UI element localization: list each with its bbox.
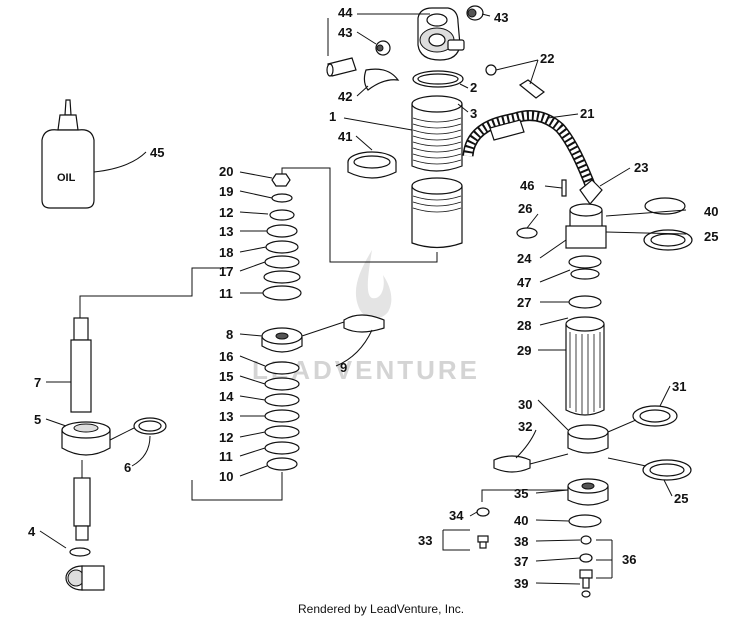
label-7: 7 bbox=[34, 375, 41, 390]
part-labels: 44 43 43 2 3 42 1 41 22 21 45 20 19 12 1… bbox=[28, 5, 718, 591]
ring-31 bbox=[632, 405, 678, 427]
shock-body-1 bbox=[411, 95, 463, 172]
label-12-upper: 12 bbox=[219, 205, 233, 220]
piston-30 bbox=[567, 424, 609, 454]
label-30: 30 bbox=[518, 397, 532, 412]
dust-seal-42 bbox=[363, 68, 400, 91]
end-cap-35 bbox=[567, 478, 609, 506]
o-ring-40-top bbox=[644, 197, 686, 215]
label-37: 37 bbox=[514, 554, 528, 569]
reservoir-tube-29 bbox=[565, 316, 605, 416]
label-41: 41 bbox=[338, 129, 352, 144]
label-22: 22 bbox=[540, 51, 554, 66]
label-42: 42 bbox=[338, 89, 352, 104]
ring-28 bbox=[568, 295, 602, 309]
label-16: 16 bbox=[219, 349, 233, 364]
label-8: 8 bbox=[226, 327, 233, 342]
lower-rod bbox=[73, 477, 91, 541]
label-43-right: 43 bbox=[494, 10, 508, 25]
o-ring-40-bottom bbox=[568, 514, 602, 528]
label-29: 29 bbox=[517, 343, 531, 358]
label-38: 38 bbox=[514, 534, 528, 549]
reservoir-o-ring-22 bbox=[485, 64, 497, 76]
label-12-lower: 12 bbox=[219, 430, 233, 445]
label-1: 1 bbox=[329, 109, 336, 124]
o-ring-2 bbox=[412, 70, 464, 88]
piston-8 bbox=[261, 327, 303, 353]
label-4: 4 bbox=[28, 524, 36, 539]
lower-eyelet-4 bbox=[65, 547, 105, 591]
label-13-upper: 13 bbox=[219, 224, 233, 239]
bushing-43-left bbox=[375, 40, 391, 56]
label-28: 28 bbox=[517, 318, 531, 333]
valve-assembly-36 bbox=[579, 535, 593, 598]
label-15: 15 bbox=[219, 369, 233, 384]
label-23: 23 bbox=[634, 160, 648, 175]
label-2: 2 bbox=[470, 80, 477, 95]
label-5: 5 bbox=[34, 412, 41, 427]
label-10: 10 bbox=[219, 469, 233, 484]
label-25-top: 25 bbox=[704, 229, 718, 244]
label-34: 34 bbox=[449, 508, 464, 523]
label-40-top: 40 bbox=[704, 204, 718, 219]
o-ring-26 bbox=[516, 227, 538, 239]
label-26: 26 bbox=[518, 201, 532, 216]
ring-47 bbox=[568, 255, 602, 280]
reservoir-cap-24 bbox=[565, 203, 607, 249]
oil-bottle-text: OIL bbox=[57, 172, 76, 184]
leader-lines bbox=[39, 13, 687, 585]
label-32: 32 bbox=[518, 419, 532, 434]
label-14: 14 bbox=[219, 389, 234, 404]
label-13-lower: 13 bbox=[219, 409, 233, 424]
spring-collar-41 bbox=[347, 151, 397, 179]
label-35: 35 bbox=[514, 486, 528, 501]
label-40-bottom: 40 bbox=[514, 513, 528, 528]
sleeve-44 bbox=[326, 57, 357, 77]
credit-text: Rendered by LeadVenture, Inc. bbox=[298, 602, 464, 616]
label-18: 18 bbox=[219, 245, 233, 260]
o-ring-25-top bbox=[643, 229, 693, 251]
oil-bottle: OIL bbox=[41, 99, 95, 209]
valve-stack-upper bbox=[262, 173, 302, 301]
o-ring-25-bottom bbox=[642, 459, 692, 481]
label-39: 39 bbox=[514, 576, 528, 591]
ring-32 bbox=[493, 455, 531, 473]
label-44: 44 bbox=[338, 5, 353, 20]
label-17: 17 bbox=[219, 264, 233, 279]
label-31: 31 bbox=[672, 379, 686, 394]
seal-head-5 bbox=[61, 421, 111, 456]
label-46: 46 bbox=[520, 178, 534, 193]
label-19: 19 bbox=[219, 184, 233, 199]
shaft-7 bbox=[70, 317, 92, 413]
label-9: 9 bbox=[340, 360, 347, 375]
label-21: 21 bbox=[580, 106, 594, 121]
washer-6 bbox=[133, 417, 167, 435]
label-27: 27 bbox=[517, 295, 531, 310]
fastener-34 bbox=[476, 507, 490, 549]
label-36: 36 bbox=[622, 552, 636, 567]
label-25-bottom: 25 bbox=[674, 491, 688, 506]
piston-ring-9 bbox=[343, 314, 385, 333]
label-24: 24 bbox=[517, 251, 532, 266]
label-3: 3 bbox=[470, 106, 477, 121]
bushing-43-right bbox=[466, 5, 484, 21]
label-6: 6 bbox=[124, 460, 131, 475]
label-33: 33 bbox=[418, 533, 432, 548]
label-45: 45 bbox=[150, 145, 164, 160]
label-11-lower: 11 bbox=[219, 449, 233, 464]
label-43-left: 43 bbox=[338, 25, 352, 40]
pin-46 bbox=[561, 179, 567, 197]
label-11-upper: 11 bbox=[219, 286, 233, 301]
reservoir-hose-21 bbox=[462, 79, 603, 205]
lower-body bbox=[411, 177, 463, 249]
label-20: 20 bbox=[219, 164, 233, 179]
label-47: 47 bbox=[517, 275, 531, 290]
top-eyelet bbox=[417, 7, 465, 61]
